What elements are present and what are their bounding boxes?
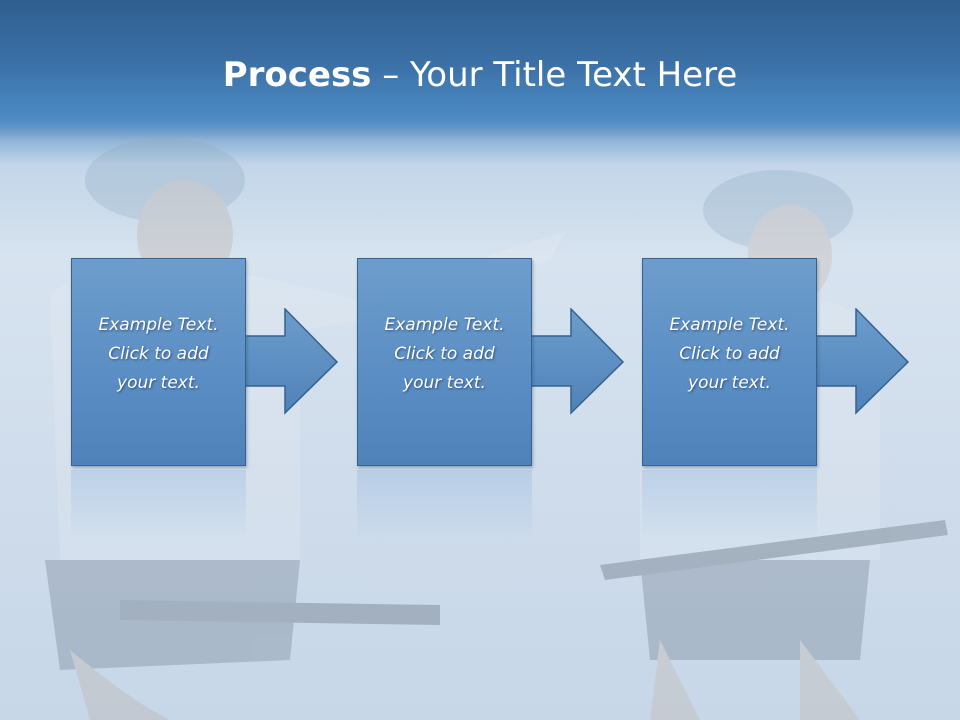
step-1-line-3: your text. bbox=[117, 373, 200, 393]
title-rest-text: – Your Title Text Here bbox=[371, 55, 738, 95]
step-2-line-3: your text. bbox=[403, 373, 486, 393]
step-3-text[interactable]: Example Text. Click to add your text. bbox=[642, 311, 817, 398]
step-1-line-2: Click to add bbox=[108, 344, 209, 364]
step-3-line-3: your text. bbox=[688, 373, 771, 393]
handlebar-left-shape bbox=[120, 600, 440, 625]
slide-title[interactable]: Process – Your Title Text Here bbox=[0, 52, 960, 98]
title-bar bbox=[0, 0, 960, 140]
step-3-arrow-icon bbox=[813, 308, 910, 415]
step-3-box[interactable] bbox=[642, 258, 817, 466]
handlebar-right-shape bbox=[600, 520, 948, 580]
step-1-reflection bbox=[71, 470, 246, 540]
step-2-line-2: Click to add bbox=[394, 344, 495, 364]
step-3-reflection bbox=[642, 470, 817, 540]
title-bold-text: Process bbox=[222, 55, 372, 95]
legs-right-shape bbox=[650, 640, 860, 720]
step-2-line-1: Example Text. bbox=[384, 315, 505, 335]
step-1-box[interactable] bbox=[71, 258, 246, 466]
step-2-box[interactable] bbox=[357, 258, 532, 466]
helmet-right-shape bbox=[703, 170, 853, 250]
step-1-line-1: Example Text. bbox=[98, 315, 219, 335]
step-3-line-1: Example Text. bbox=[669, 315, 790, 335]
step-2-arrow-icon bbox=[528, 308, 625, 415]
step-1-text[interactable]: Example Text. Click to add your text. bbox=[71, 311, 246, 398]
shorts-right-shape bbox=[640, 560, 870, 660]
shorts-left-shape bbox=[45, 560, 300, 670]
step-2-reflection bbox=[357, 470, 532, 540]
step-2-text[interactable]: Example Text. Click to add your text. bbox=[357, 311, 532, 398]
step-3-line-2: Click to add bbox=[679, 344, 780, 364]
helmet-left-shape bbox=[85, 138, 245, 222]
leg-left-shape bbox=[70, 650, 170, 720]
step-1-arrow-icon bbox=[242, 308, 339, 415]
